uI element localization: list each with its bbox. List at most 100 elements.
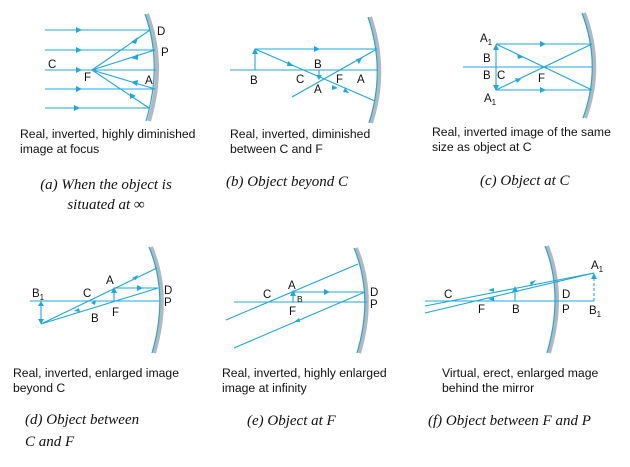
- arrow-icon: [488, 297, 494, 301]
- panel-e: C A B F D P Real, inverted, highly enlar…: [210, 240, 420, 467]
- mirror-surface: [544, 245, 556, 354]
- label-F: F: [112, 307, 119, 319]
- ray-diagram-f: C F B D P A1 B1: [424, 245, 604, 354]
- arrow-icon: [356, 58, 362, 64]
- incident-ray: [424, 272, 595, 307]
- arrow-icon: [74, 308, 80, 312]
- label-C: C: [48, 59, 56, 71]
- figure-caption: (c) Object at C: [480, 173, 570, 189]
- reflected-ray: [40, 287, 159, 325]
- arrow-icon: [540, 41, 546, 47]
- panel-b: B C B A F A Real, inverted, diminished b…: [210, 0, 420, 227]
- arrow-icon: [131, 80, 138, 86]
- arrow-icon: [76, 67, 82, 73]
- label-P: P: [370, 299, 378, 311]
- arrow-icon: [294, 318, 300, 322]
- label-P: P: [161, 47, 169, 59]
- label-C: C: [497, 70, 505, 82]
- image-description: Real, inverted, diminished between C and…: [230, 127, 371, 156]
- arrow-icon: [76, 47, 82, 53]
- concave-mirror: [354, 247, 369, 354]
- label-D: D: [164, 285, 172, 297]
- arrow-icon: [530, 280, 536, 286]
- ray-diagram-a: D P C F A: [45, 13, 169, 122]
- reflected-ray: [91, 69, 156, 90]
- label-B: B: [297, 294, 303, 304]
- label-A-image: A: [314, 84, 322, 96]
- label-C: C: [263, 289, 271, 301]
- label-B-top: B: [483, 53, 491, 65]
- arrow-icon: [132, 275, 138, 280]
- label-F: F: [336, 74, 343, 86]
- arrow-icon: [130, 93, 136, 99]
- label-B: B: [91, 313, 99, 325]
- arrow-icon: [316, 75, 322, 80]
- image-description: Real, inverted, highly diminished image …: [20, 127, 196, 156]
- label-C: C: [444, 289, 452, 301]
- label-A: A: [288, 280, 296, 292]
- label-B1: B1: [32, 288, 45, 302]
- arrow-icon: [111, 287, 117, 293]
- incident-ray: [254, 48, 376, 102]
- arrow-icon: [517, 54, 524, 59]
- panel-f: C F B D P A1 B1 Virtual, erect, enlarged…: [420, 240, 630, 467]
- arrow-icon: [314, 46, 320, 52]
- label-B1: B1: [589, 305, 602, 319]
- label-D: D: [562, 289, 570, 301]
- mirror-surface: [353, 247, 366, 354]
- arrow-icon: [131, 37, 138, 44]
- panel-c: A1 B B C F A1 Real, inverted image of th…: [420, 0, 630, 227]
- label-F: F: [289, 306, 296, 318]
- label-P: P: [164, 297, 172, 309]
- image-description: Real, inverted image of the same size as…: [432, 125, 611, 154]
- arrow-icon: [131, 54, 138, 60]
- concave-mirror: [582, 12, 597, 119]
- figure-caption: (e) Object at F: [247, 413, 336, 429]
- arrow-icon: [591, 273, 597, 279]
- incident-ray: [424, 272, 595, 314]
- label-B: B: [512, 304, 520, 316]
- label-F: F: [538, 73, 545, 85]
- arrow-icon: [493, 44, 499, 50]
- figure-caption: (b) Object beyond C: [226, 174, 349, 190]
- label-F: F: [478, 304, 485, 316]
- arrow-icon: [540, 87, 546, 93]
- reflected-ray: [91, 29, 151, 71]
- panel-d: B1 C A B F D P Real, inverted, enlarged …: [0, 240, 210, 467]
- incident-ray: [495, 43, 593, 91]
- arrow-icon: [287, 61, 294, 66]
- ray-diagram-b: B C B A F A: [230, 16, 382, 124]
- ray-diagram-d: B1 C A B F D P: [30, 246, 172, 354]
- mirror-surface: [148, 246, 161, 354]
- figure-caption: (a) When the object is situated at ∞: [40, 177, 172, 213]
- reflected-ray: [40, 267, 158, 325]
- reflected-ray: [91, 49, 156, 71]
- arrow-icon: [38, 319, 44, 324]
- label-A1-bottom: A1: [484, 93, 497, 107]
- arrow-icon: [76, 27, 82, 33]
- label-F: F: [84, 72, 91, 84]
- concave-mirror: [149, 246, 164, 354]
- image-description: Real, inverted, highly enlarged image at…: [222, 366, 387, 395]
- arrow-icon: [290, 290, 296, 296]
- label-B-bottom: B: [483, 70, 491, 82]
- label-D: D: [370, 287, 378, 299]
- arrow-icon: [74, 105, 80, 111]
- arrow-icon: [324, 289, 330, 295]
- label-B-object: B: [250, 75, 258, 87]
- arrow-icon: [38, 301, 44, 306]
- reflected-ray: [91, 69, 150, 109]
- concave-mirror: [368, 16, 382, 124]
- arrow-icon: [493, 85, 499, 91]
- arrow-icon: [137, 285, 143, 291]
- label-A1: A1: [591, 260, 604, 274]
- mirror-surface: [581, 12, 593, 119]
- label-A: A: [145, 75, 153, 87]
- label-C: C: [83, 288, 91, 300]
- label-D: D: [157, 26, 165, 38]
- label-C: C: [296, 74, 304, 86]
- caption-text: (d) Object between C and F: [25, 412, 140, 450]
- label-P: P: [562, 304, 570, 316]
- arrow-icon: [76, 86, 82, 92]
- arrow-icon: [515, 78, 521, 83]
